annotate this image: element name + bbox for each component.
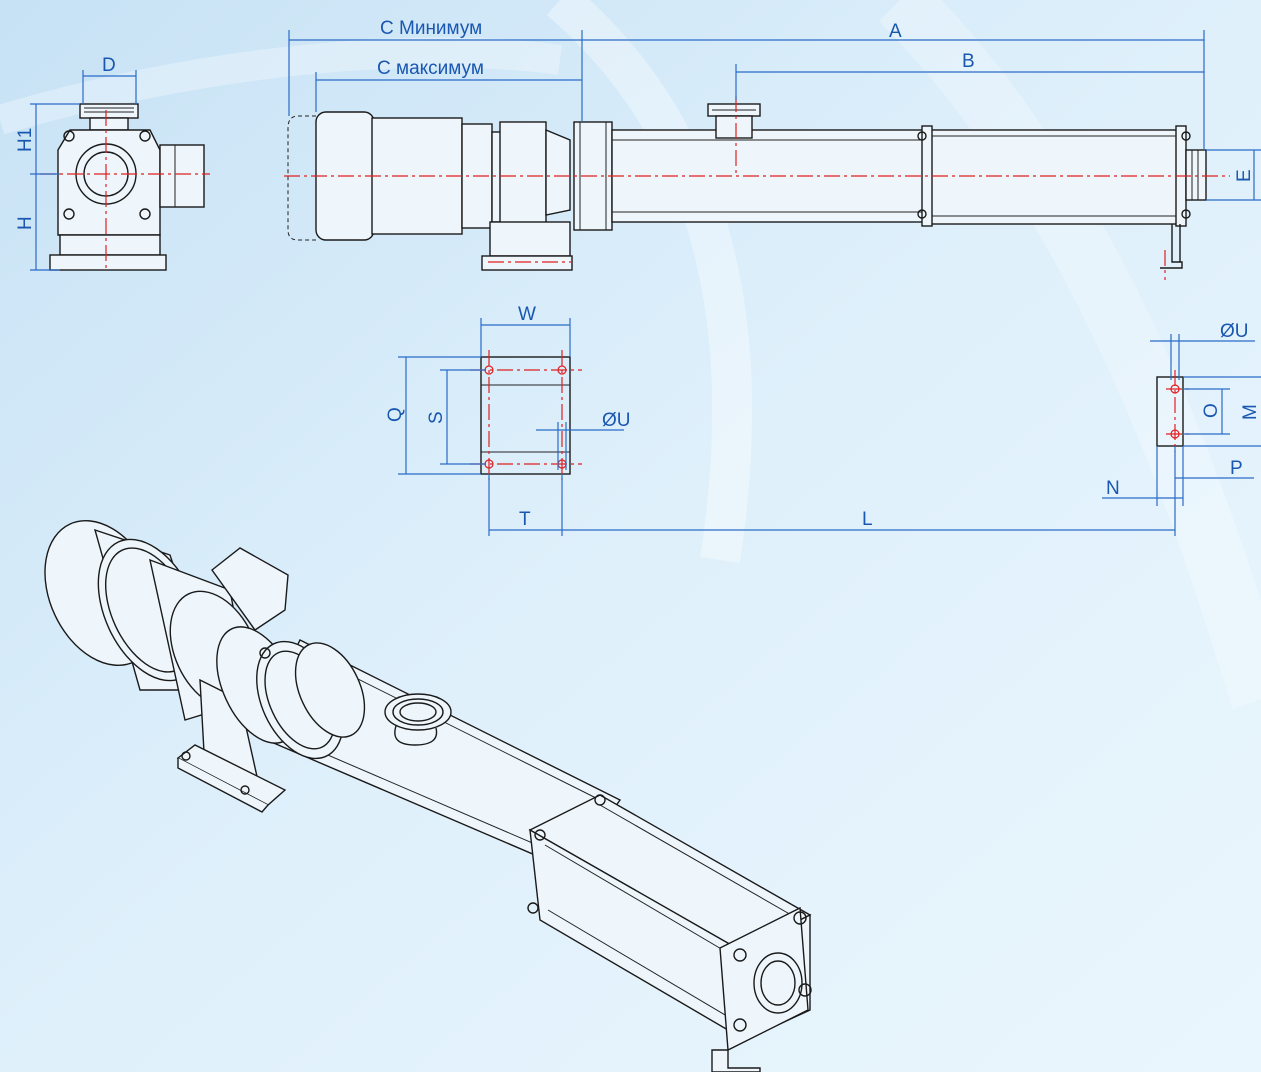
label-n: N bbox=[1106, 478, 1120, 499]
side-view bbox=[284, 96, 1230, 280]
label-q: Q bbox=[385, 407, 406, 422]
label-s: S bbox=[426, 411, 447, 424]
label-a: A bbox=[889, 21, 902, 42]
label-b: B bbox=[962, 51, 975, 72]
dimension-t-l: T L bbox=[488, 474, 1175, 536]
label-m: M bbox=[1240, 404, 1261, 420]
label-l: L bbox=[862, 509, 873, 530]
end-view bbox=[40, 103, 210, 272]
label-c-max: C максимум bbox=[377, 58, 484, 79]
dimension-d: D bbox=[82, 55, 137, 104]
label-d: D bbox=[102, 55, 116, 76]
label-p: P bbox=[1230, 458, 1243, 479]
label-w: W bbox=[518, 304, 536, 325]
label-e: E bbox=[1234, 169, 1255, 182]
isometric-view bbox=[44, 519, 812, 1072]
label-t: T bbox=[519, 509, 531, 530]
label-o: O bbox=[1201, 403, 1222, 418]
label-u-foot: ØU bbox=[602, 410, 631, 431]
dimension-u-o-m-n-p: ØU O M N P bbox=[1102, 321, 1261, 536]
foot-plan bbox=[470, 350, 582, 480]
label-u-support: ØU bbox=[1220, 321, 1249, 342]
support-plan bbox=[1156, 370, 1190, 452]
dimension-h1-h: H1 H bbox=[15, 103, 80, 271]
label-c-min: C Минимум bbox=[380, 18, 482, 39]
dimension-c-a-b: C Минимум C максимум A B bbox=[288, 18, 1205, 150]
label-h1: H1 bbox=[15, 128, 36, 152]
label-h: H bbox=[15, 216, 36, 230]
dimension-w-q-s-u: W Q S ØU bbox=[385, 304, 631, 475]
dimension-e: E bbox=[1206, 149, 1261, 201]
